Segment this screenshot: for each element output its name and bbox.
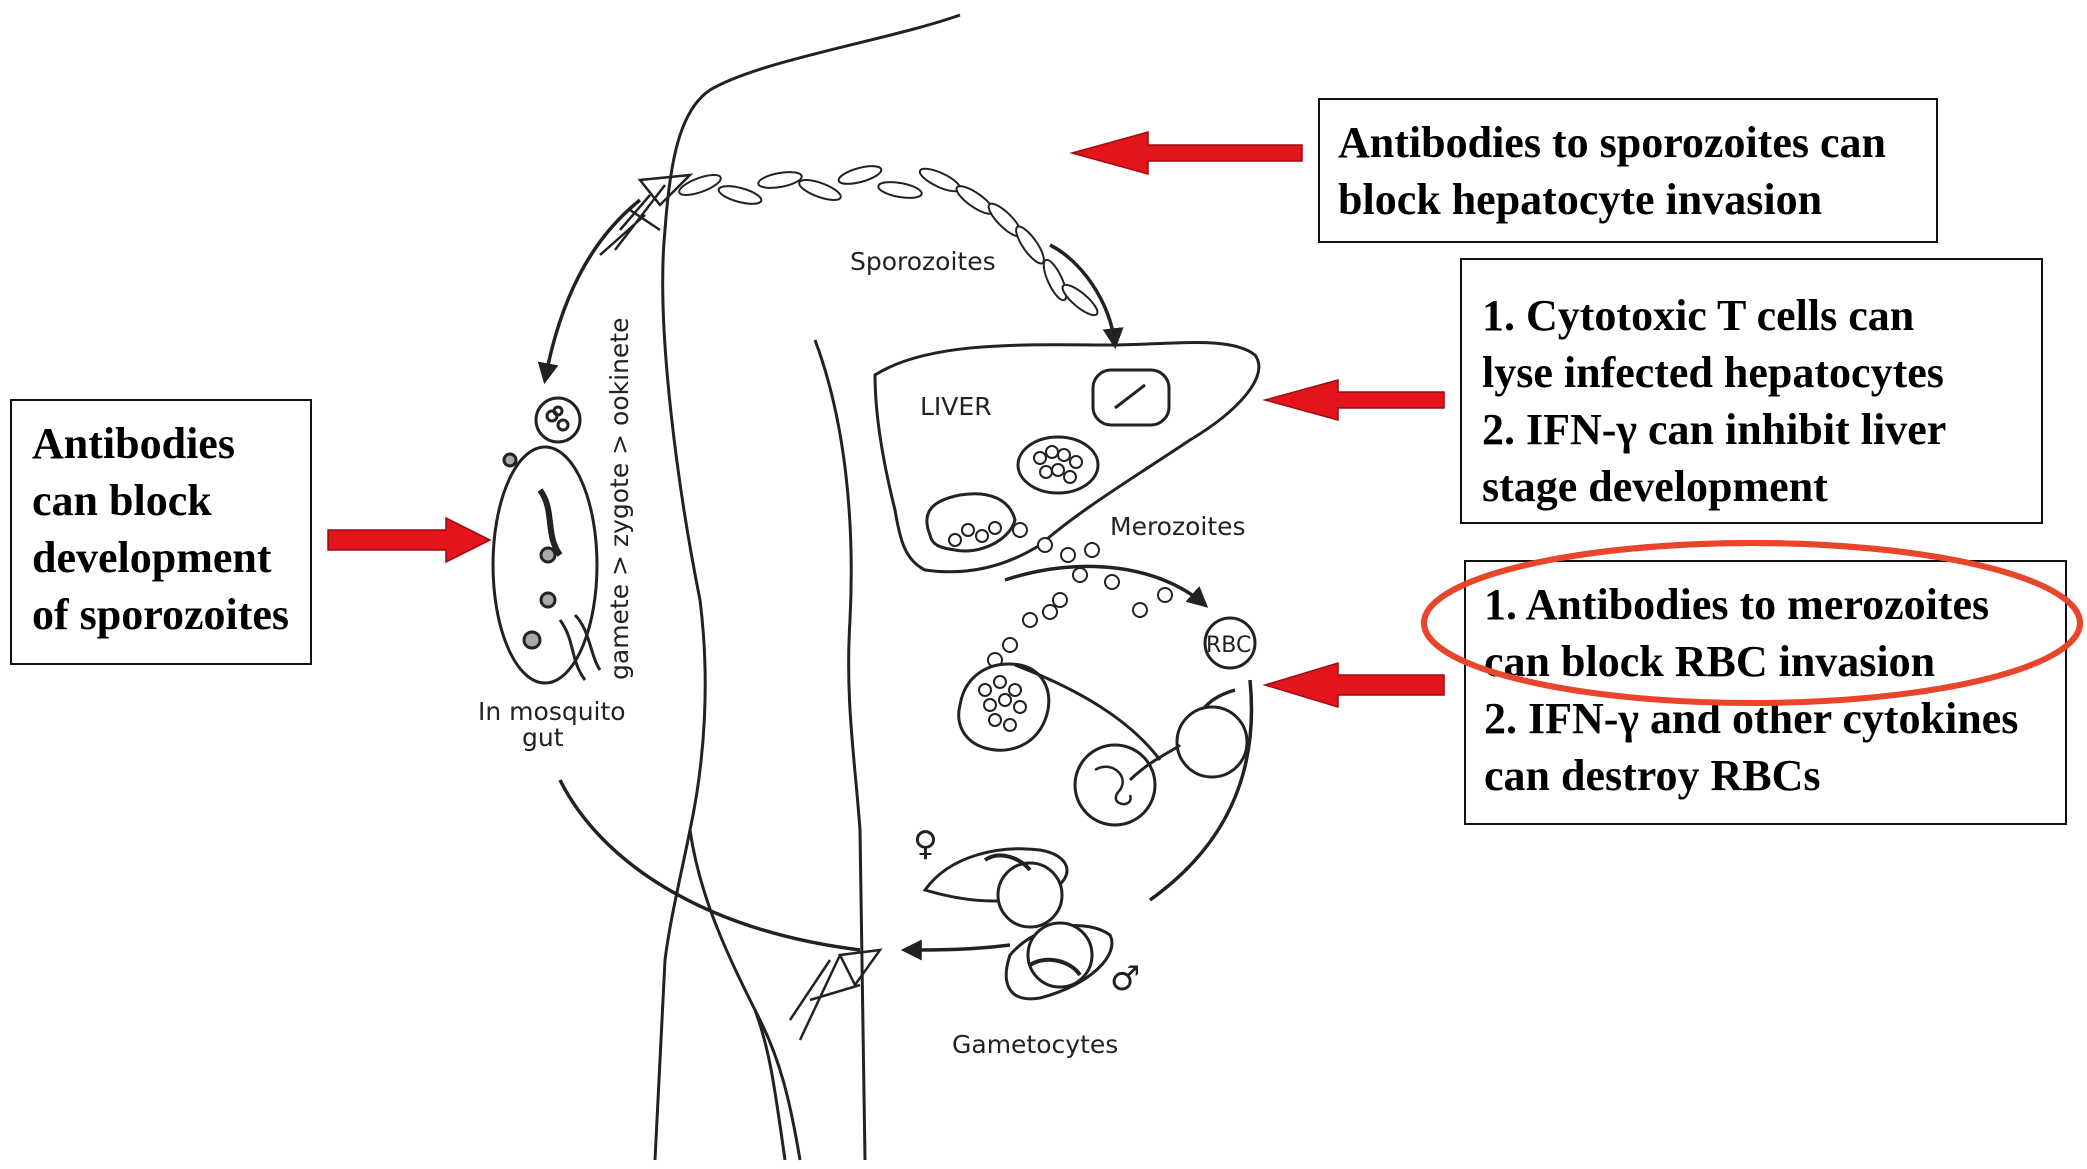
red-arrows (328, 132, 1444, 707)
label-mosquito-stages: gamete > zygote > ookinete (605, 318, 634, 680)
callout-mosquito-line1: Antibodies (32, 415, 290, 472)
female-symbol-icon: ♀ (913, 824, 938, 864)
callout-liver-line2: lyse infected hepatocytes (1482, 344, 2021, 401)
callout-mosquito-line3: development (32, 529, 290, 586)
arrow-to-liver (1265, 380, 1444, 420)
mosquito-top-icon (600, 175, 690, 255)
callout-merozoites-line2: can block RBC invasion (1484, 633, 2047, 690)
callout-mosquito: Antibodies can block development of spor… (10, 399, 312, 665)
label-sporozoites: Sporozoites (850, 247, 996, 276)
callout-liver-line3: 2. IFN-γ can inhibit liver (1482, 401, 2021, 458)
callout-sporozoites-line1: Antibodies to sporozoites can (1338, 114, 1918, 171)
arrow-to-mosquito-gut (328, 518, 490, 562)
label-gametocytes: Gametocytes (952, 1030, 1118, 1059)
callout-merozoites-line1: 1. Antibodies to merozoites (1484, 576, 2047, 633)
callout-mosquito-line4: of sporozoites (32, 586, 290, 643)
label-liver: LIVER (920, 392, 992, 421)
label-mosquito-gut-2: gut (522, 723, 564, 752)
mosquito-gut (493, 398, 600, 683)
label-rbc: RBC (1206, 633, 1251, 658)
male-symbol-icon: ♂ (1110, 959, 1140, 999)
callout-liver-line1: 1. Cytotoxic T cells can (1482, 287, 2021, 344)
callout-liver: 1. Cytotoxic T cells can lyse infected h… (1460, 258, 2043, 524)
mosquito-bottom-icon (790, 950, 880, 1040)
gametocytes (925, 849, 1112, 999)
merozoites-dots (988, 523, 1172, 667)
arrow-to-sporozoites (1072, 132, 1302, 174)
callout-sporozoites-line2: block hepatocyte invasion (1338, 171, 1918, 228)
callout-liver-line4: stage development (1482, 458, 2021, 515)
callout-merozoites-line4: can destroy RBCs (1484, 747, 2047, 804)
callout-merozoites-line3: 2. IFN-γ and other cytokines (1484, 690, 2047, 747)
arrow-to-rbc (1265, 663, 1444, 707)
sporozoites-chain (677, 163, 1101, 320)
cycle-arcs (545, 200, 1252, 950)
callout-merozoites: 1. Antibodies to merozoites can block RB… (1464, 560, 2067, 825)
label-merozoites: Merozoites (1110, 512, 1246, 541)
label-mosquito-gut-1: In mosquito (478, 697, 626, 726)
callout-sporozoites: Antibodies to sporozoites can block hepa… (1318, 98, 1938, 243)
callout-mosquito-line2: can block (32, 472, 290, 529)
